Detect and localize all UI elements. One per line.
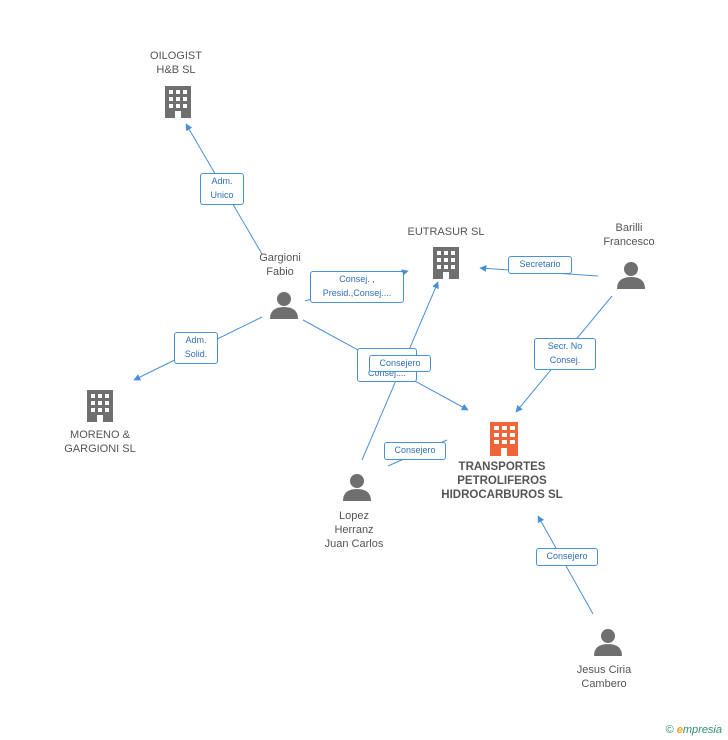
edge-label-adm-unico: Adm. Unico	[200, 173, 244, 205]
person-icon[interactable]	[594, 629, 622, 656]
node-label-moreno[interactable]: MORENO & GARGIONI SL	[64, 429, 136, 455]
node-label-transportes[interactable]: TRANSPORTES PETROLIFEROS HIDROCARBUROS S…	[441, 461, 563, 501]
person-icon[interactable]	[270, 292, 298, 319]
node-label-oilogist[interactable]: OILOGIST H&B SL	[150, 50, 202, 76]
edge-label-secretario: Secretario	[508, 256, 572, 274]
footer-brand: © empresia	[666, 724, 722, 736]
edge-label-consejero-b: Consejero	[369, 355, 431, 372]
building-icon[interactable]	[165, 86, 191, 118]
brand-initial: e	[676, 724, 683, 736]
edge-label-secr-no-consej: Secr. No Consej.	[534, 338, 596, 370]
building-icon[interactable]	[87, 390, 113, 422]
main-building-icon[interactable]	[490, 422, 518, 456]
edge-label-consej-presid: Consej. , Presid.,Consej....	[310, 271, 404, 303]
node-label-gargioni[interactable]: Gargioni Fabio	[259, 252, 301, 278]
node-label-lopez[interactable]: Lopez Herranz Juan Carlos	[324, 510, 384, 550]
brand-name: mpresia	[682, 724, 722, 736]
building-icon[interactable]	[433, 247, 459, 279]
person-icon[interactable]	[343, 474, 371, 501]
node-label-eutrasur[interactable]: EUTRASUR SL	[407, 226, 485, 238]
copyright-symbol: ©	[665, 724, 674, 736]
node-label-jesus[interactable]: Jesus Ciria Cambero	[576, 664, 632, 690]
edge-label-consejero-lopez: Consejero	[384, 442, 446, 460]
person-icon[interactable]	[617, 262, 645, 289]
edge-label-consejero-jesus: Consejero	[536, 548, 598, 566]
edge-label-adm-solid: Adm. Solid.	[174, 332, 218, 364]
node-label-barilli[interactable]: Barilli Francesco	[603, 222, 655, 248]
